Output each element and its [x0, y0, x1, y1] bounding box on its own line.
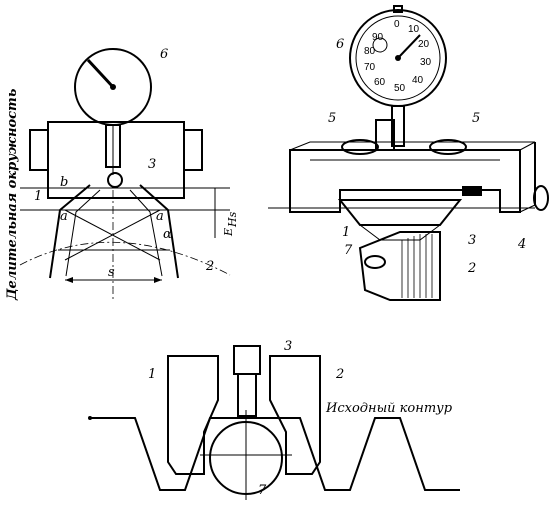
- label-initial-contour: Исходный контур: [325, 401, 453, 416]
- label-a-left: a: [60, 209, 68, 224]
- label-s: s: [108, 265, 115, 280]
- dial-num-60: 60: [374, 77, 386, 88]
- dial-num-70: 70: [364, 62, 376, 73]
- left-view: 6 3 1 2 b a a α s E Hs Делительная окруж…: [5, 47, 239, 301]
- dial-num-40: 40: [412, 75, 424, 86]
- dial-num-90: 90: [372, 32, 384, 43]
- dial-num-10: 10: [408, 24, 420, 35]
- callout-right-1: 1: [342, 225, 350, 240]
- dial-num-80: 80: [364, 46, 376, 57]
- label-a-right: a: [156, 209, 164, 224]
- dial-num-30: 30: [420, 57, 432, 68]
- callout-right-3: 3: [468, 233, 476, 248]
- callout-bottom-1: 1: [148, 367, 156, 382]
- callout-bottom-3: 3: [284, 339, 292, 354]
- right-view: 0 10 20 30 40 50 60 70 80 90: [268, 5, 549, 301]
- dial-num-20: 20: [418, 39, 430, 50]
- callout-right-7: 7: [344, 243, 353, 258]
- callout-right-4: 4: [517, 237, 526, 252]
- bottom-view: 1 2 3 7 Исходный контур: [88, 339, 460, 500]
- callout-right-5a: 5: [328, 111, 336, 126]
- callout-left-2: 2: [205, 259, 214, 274]
- callout-bottom-7: 7: [258, 483, 267, 498]
- label-b: b: [60, 175, 68, 190]
- initial-contour-profile: [90, 417, 460, 491]
- callout-left-6: 6: [160, 47, 168, 62]
- callout-right-2: 2: [467, 261, 476, 276]
- label-alpha: α: [163, 227, 172, 242]
- callout-right-5b: 5: [472, 111, 480, 126]
- label-ehs-sub: Hs: [226, 211, 239, 228]
- callout-right-6: 6: [336, 37, 344, 52]
- callout-left-1: 1: [34, 189, 42, 204]
- label-ehs: E: [222, 228, 235, 237]
- dial-num-0: 0: [394, 19, 400, 30]
- callout-left-3: 3: [148, 157, 156, 172]
- callout-bottom-2: 2: [335, 367, 344, 382]
- label-pitch-circle: Делительная окружность: [5, 88, 20, 301]
- dial-num-50: 50: [394, 83, 406, 94]
